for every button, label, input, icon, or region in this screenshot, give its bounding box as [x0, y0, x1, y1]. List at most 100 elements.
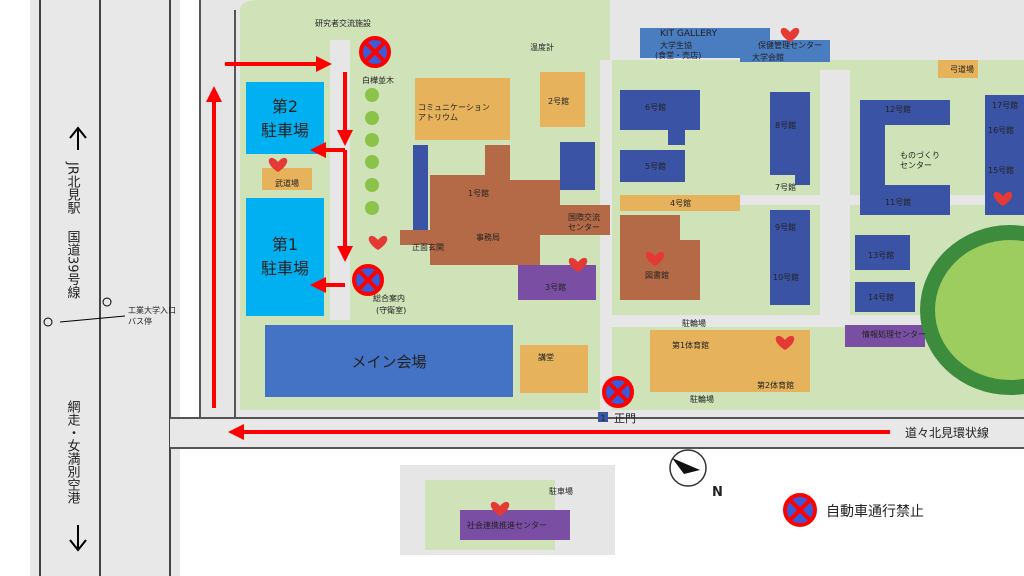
no-vehicle-sign-icon: [352, 264, 384, 296]
bus-stop-line1: 工業大学入口: [128, 305, 176, 315]
building-14kan: [855, 282, 915, 312]
label-intl: 国際交流: [568, 212, 600, 222]
road-labels: JR北見駅 国道39号線 網走・女満別空港 道々北見環状線: [65, 161, 990, 504]
label-2kan: 2号館: [548, 96, 569, 106]
label-7kan: 7号館: [775, 182, 796, 192]
building-11-12kan: [860, 100, 950, 215]
label-office: 事務局: [476, 232, 500, 242]
label-route39: 国道39号線: [65, 230, 81, 299]
parking-lot-1-line1: 第1: [272, 235, 298, 254]
no-vehicle-sign-icon: [359, 36, 391, 68]
building-1kan: [400, 145, 610, 265]
parking-lot-1: 第1 駐車場: [246, 198, 324, 316]
building-info-center: [845, 325, 925, 347]
gate-label: 正門: [614, 412, 636, 425]
label-jr-station: JR北見駅: [65, 161, 81, 215]
south-annex: [400, 465, 615, 555]
label-info-desk: 総合案内: [373, 293, 405, 303]
legend-no-vehicle-label: 自動車通行禁止: [826, 503, 924, 520]
label-communication: コミュニケーション: [418, 103, 490, 112]
label-14kan: 14号館: [868, 292, 894, 302]
label-guard: (守衛室): [376, 305, 406, 315]
aed-heart-icon: [780, 27, 800, 42]
label-main-entrance: 正面玄関: [412, 242, 444, 252]
label-5kan: 5号館: [645, 161, 666, 171]
building-labels: 研究者交流施設 温度計 白樺並木 コミュニケーション アトリウム 2号館 KIT…: [315, 18, 1018, 530]
label-archery: 弓道場: [950, 64, 974, 74]
building-communication-atrium: [415, 78, 510, 140]
label-monozukuri-center: センター: [900, 161, 932, 170]
north-label: N: [712, 485, 723, 500]
label-car-parking: 駐車場: [549, 486, 573, 496]
label-info-center: 情報処理センター: [862, 329, 926, 339]
label-health-center: 保健管理センター: [758, 40, 822, 50]
building-university-hall: [740, 40, 830, 62]
label-gym1: 第1体育館: [672, 340, 709, 350]
aed-heart-icon: [368, 235, 388, 250]
label-bike-parking: 駐輪場: [682, 318, 706, 328]
parking-lot-2-line1: 第2: [272, 97, 298, 116]
label-monozukuri: ものづくり: [900, 151, 940, 160]
aed-heart-icon: [775, 335, 795, 350]
bus-stop-line2: バス停: [128, 316, 152, 326]
building-5kan: [620, 150, 685, 182]
aed-heart-icon: [268, 157, 288, 172]
label-birch-avenue: 白樺並木: [362, 75, 394, 85]
label-12kan: 12号館: [885, 104, 911, 114]
label-1kan: 1号館: [468, 188, 489, 198]
legend: 自動車通行禁止: [783, 493, 924, 527]
label-community-center: 社会連携推進センター: [467, 520, 547, 530]
building-8kan: [770, 92, 810, 185]
gate-number: 1: [600, 414, 605, 423]
north-arrow-icon: [69, 126, 87, 150]
aed-heart-icon: [490, 501, 510, 516]
no-vehicle-sign-icon: [783, 493, 817, 527]
label-10kan: 10号館: [773, 272, 799, 282]
label-researcher-exchange: 研究者交流施設: [315, 18, 371, 28]
building-9-10kan: [770, 210, 810, 305]
parking-lot-2-line2: 駐車場: [261, 121, 309, 140]
parking-lot-2: 第2 駐車場: [246, 82, 324, 154]
building-4kan: [620, 195, 740, 211]
building-3kan: [518, 265, 596, 300]
building-auditorium: [520, 345, 588, 393]
label-13kan: 13号館: [868, 250, 894, 260]
label-6kan: 6号館: [645, 102, 666, 112]
route39-road: [30, 0, 180, 576]
label-intl-center: センター: [568, 223, 600, 232]
no-vehicle-signs: [352, 36, 634, 408]
aed-markers: [268, 27, 1013, 516]
label-9kan: 9号館: [775, 222, 796, 232]
aed-heart-icon: [645, 251, 665, 266]
no-vehicle-sign-icon: [602, 376, 634, 408]
building-6kan: [620, 90, 700, 145]
route39-direction-arrows: [69, 126, 87, 552]
label-11kan: 11号館: [885, 197, 911, 207]
label-atrium: アトリウム: [418, 113, 458, 122]
aed-heart-icon: [568, 257, 588, 272]
label-8kan: 8号館: [775, 120, 796, 130]
label-airport: 網走・女満別空港: [65, 400, 81, 504]
south-arrow-icon: [69, 525, 87, 552]
label-kit-gallery: KIT GALLERY: [660, 29, 717, 39]
parking-lot-1-line2: 駐車場: [261, 259, 309, 278]
label-university-hall: 大学会館: [752, 52, 784, 62]
label-budo: 武道場: [275, 178, 299, 188]
main-venue-label: メイン会場: [351, 353, 426, 371]
label-15kan: 15号館: [988, 165, 1014, 175]
label-3kan: 3号館: [545, 282, 566, 292]
label-library: 図書館: [645, 270, 669, 280]
label-gym2: 第2体育館: [757, 380, 794, 390]
label-ring-road: 道々北見環状線: [905, 425, 989, 440]
traffic-route-arrows: [206, 56, 890, 440]
label-bike-parking-2: 駐輪場: [690, 394, 714, 404]
building-archery: [938, 60, 978, 78]
aed-heart-icon: [993, 191, 1013, 206]
building-2kan: [540, 72, 585, 127]
label-coop-sub: (食堂・売店): [655, 50, 701, 60]
building-13kan: [855, 235, 910, 270]
label-17kan: 17号館: [992, 100, 1018, 110]
bus-stop: 工業大学入口 バス停: [43, 297, 176, 327]
label-16kan: 16号館: [988, 125, 1014, 135]
